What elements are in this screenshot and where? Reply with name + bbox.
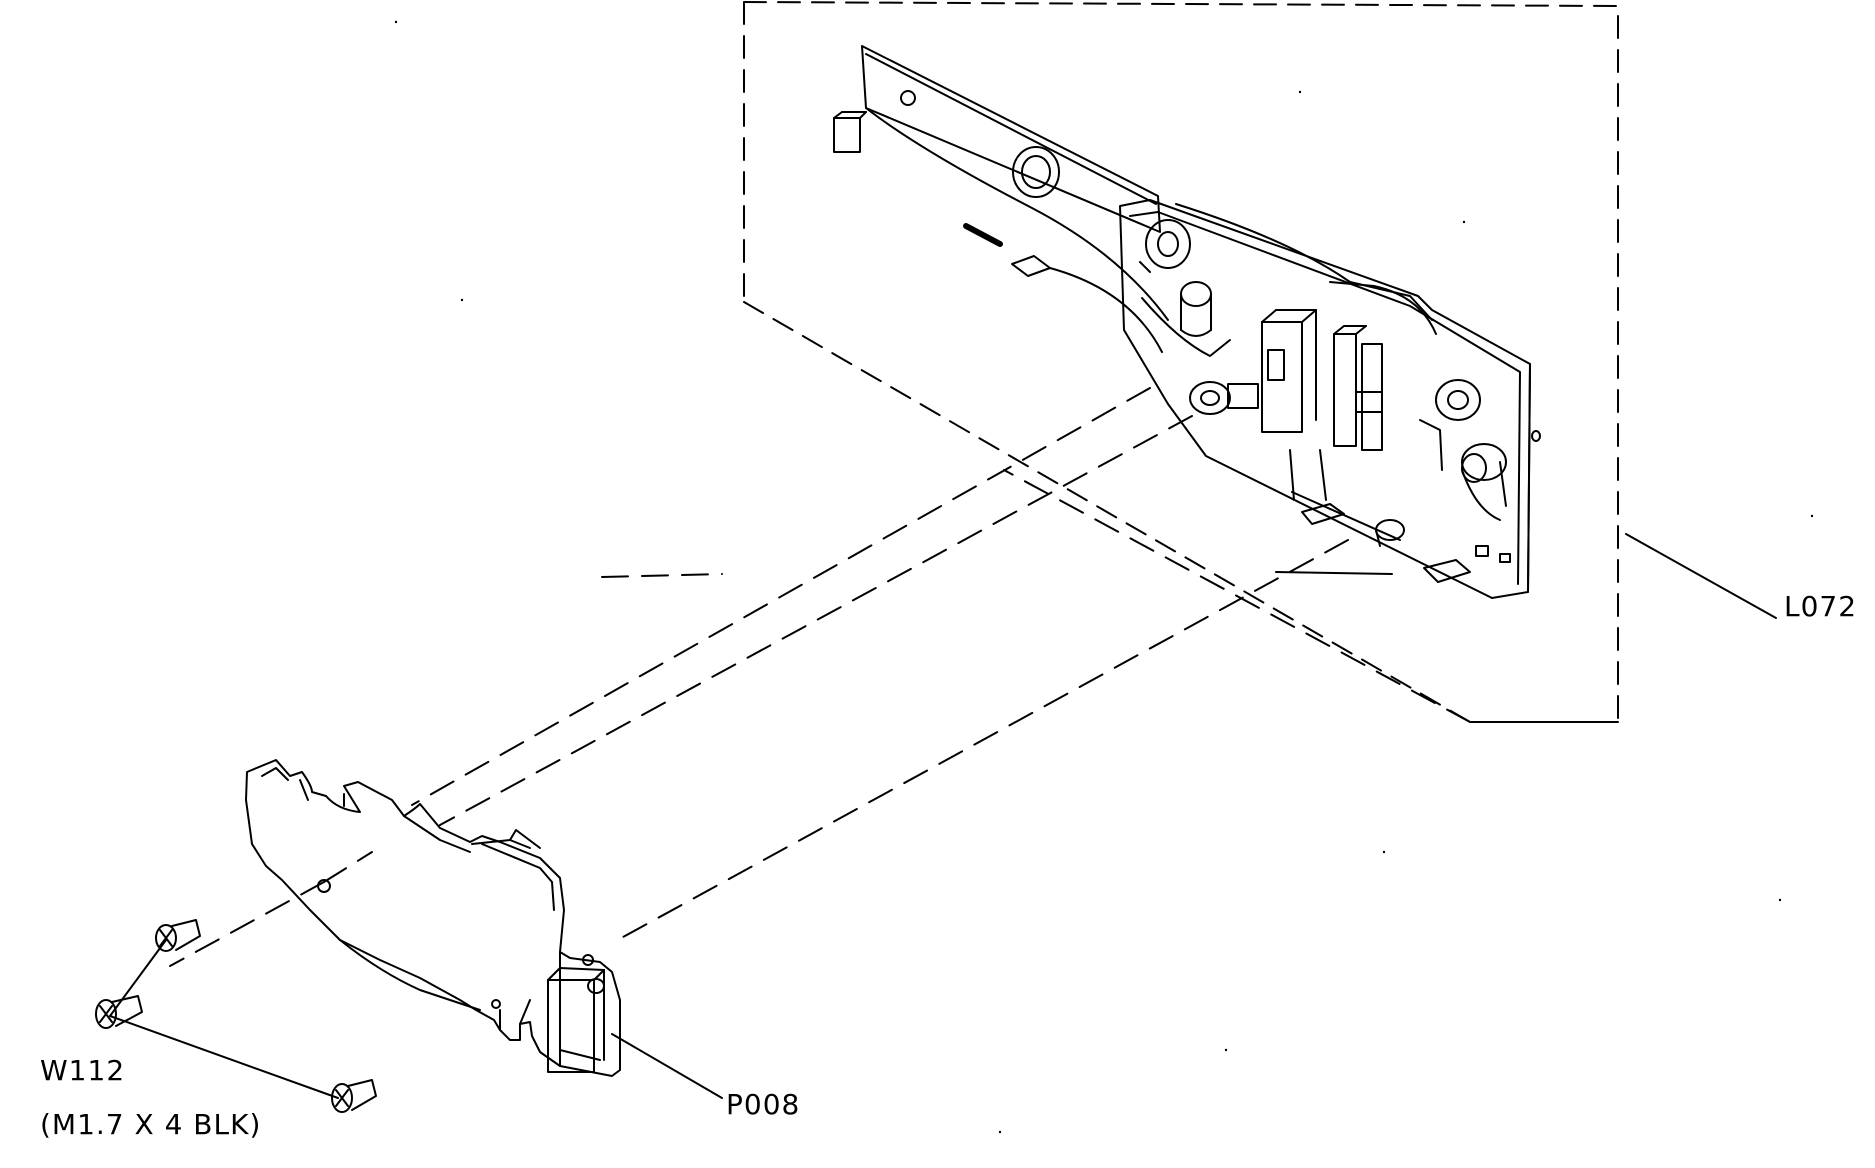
scan-speckles [394, 20, 1814, 1134]
leader-lines [110, 534, 1776, 1098]
label-w112-spec: (M1.7 X 4 BLK) [40, 1108, 262, 1141]
alignment-line-w112 [324, 852, 372, 882]
alignment-lines [170, 388, 1470, 966]
w112-screws [96, 920, 376, 1112]
label-p008: P008 [726, 1088, 801, 1121]
p008-board [246, 760, 620, 1076]
l072-frame [834, 46, 1168, 352]
assembly-boundary-dashed [744, 2, 1618, 722]
alignment-line-solid [1276, 572, 1392, 574]
label-l072: L072 [1784, 590, 1858, 623]
l072-housing [1120, 200, 1540, 598]
label-w112: W112 [40, 1054, 126, 1087]
